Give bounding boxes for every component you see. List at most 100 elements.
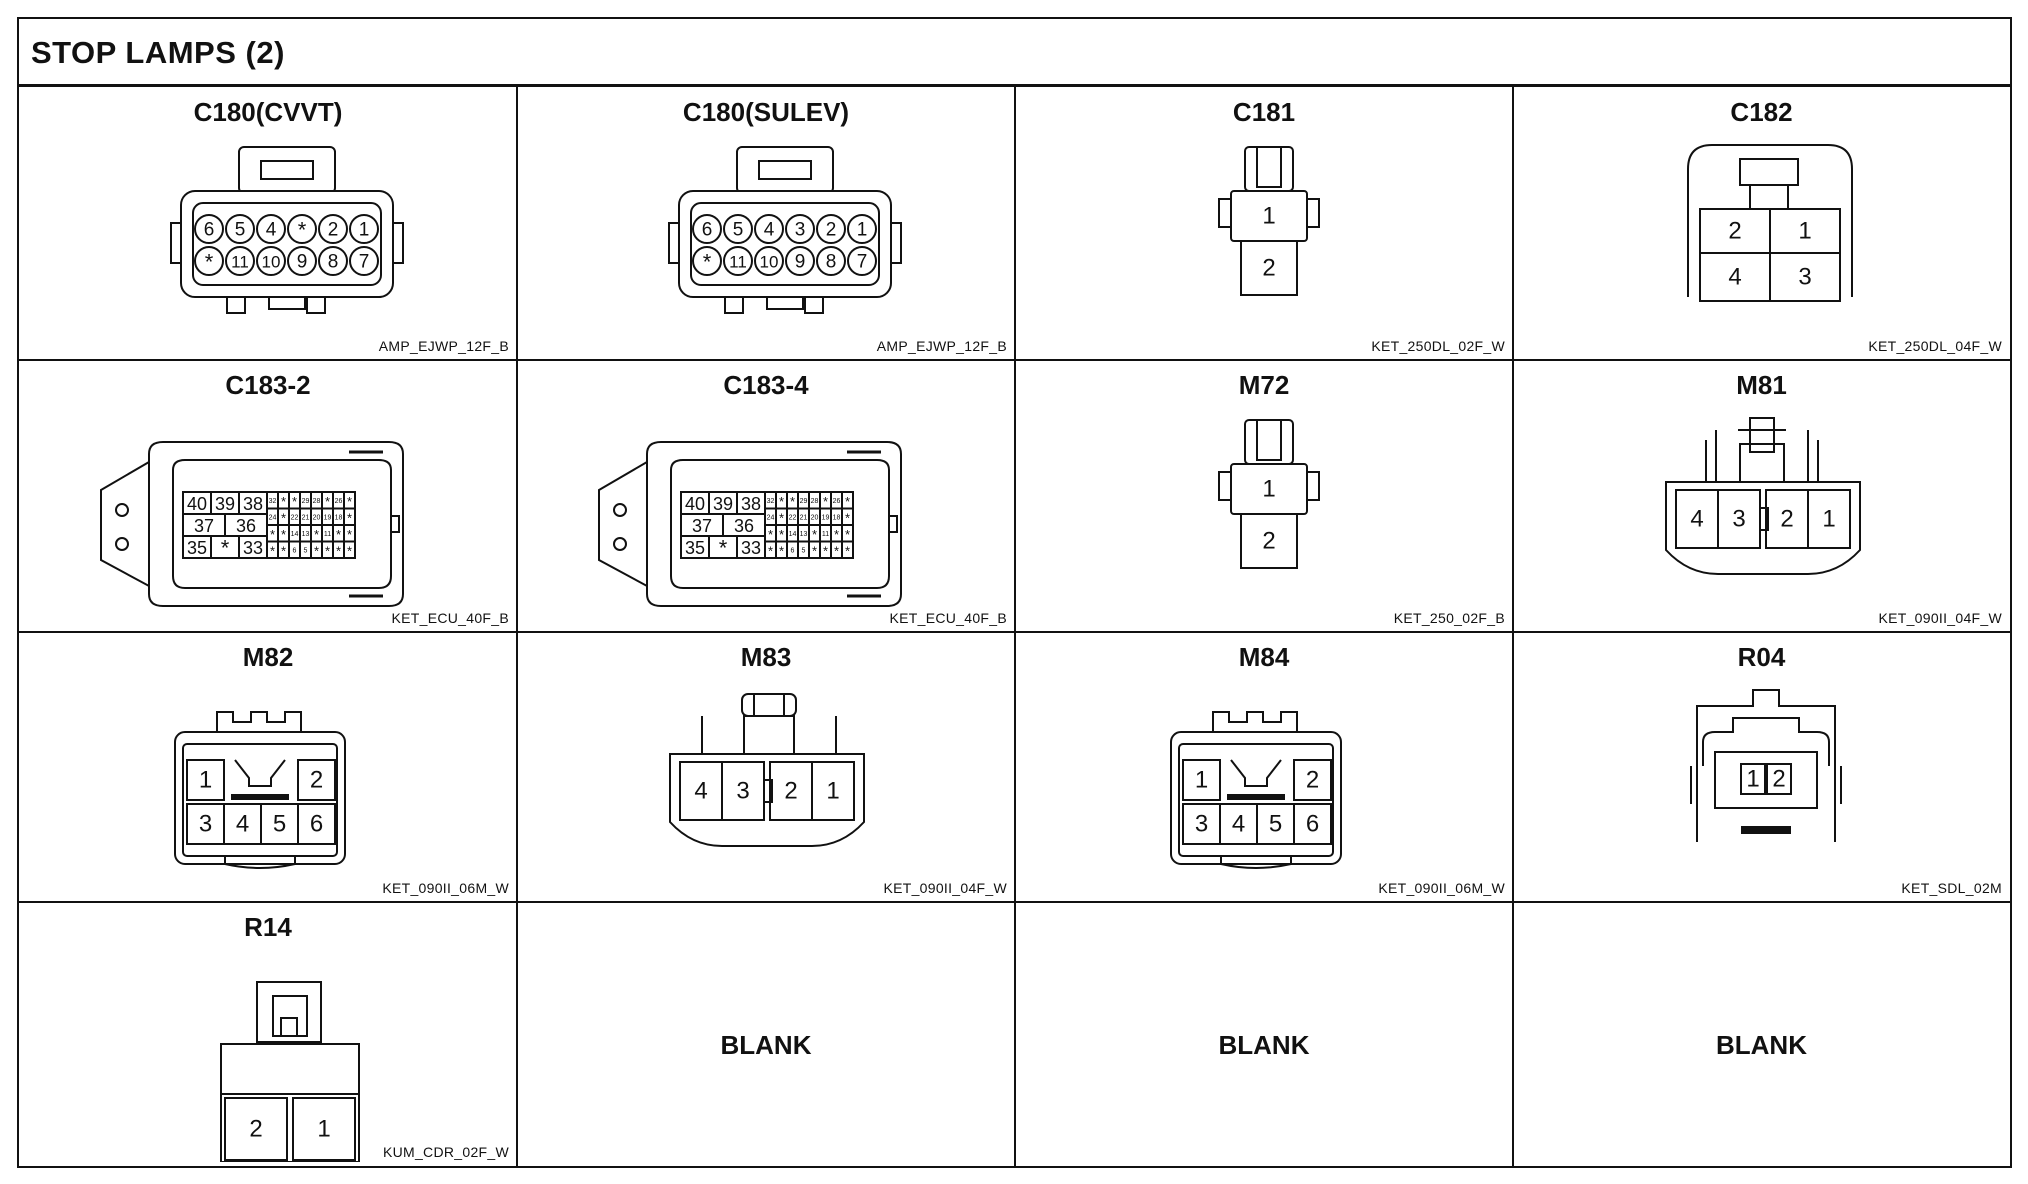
pin-label: 20 [313,514,321,521]
pin-label: 5 [1269,811,1282,838]
title-bar: STOP LAMPS (2) [19,19,2010,87]
blank-label: BLANK [1218,1030,1310,1060]
pin-label: 6 [1306,811,1319,838]
pin-label: 18 [335,514,343,521]
pin-label: 6 [204,220,215,241]
pin-label: * [845,494,850,509]
pin-label: 28 [811,498,819,505]
pin-label: 3 [1732,506,1745,533]
pin-label: * [270,543,275,558]
connector-part-code: KET_SDL_02M [1901,880,2002,896]
pin-label: 28 [313,498,321,505]
pin-label: 2 [1772,766,1785,793]
connector-id: C183-2 [225,370,311,400]
pin-label: 6 [702,220,713,241]
connector-part-code: KET_250_02F_B [1393,610,1505,626]
connector-part-code: AMP_EJWP_12F_B [876,338,1007,354]
connector-face-diagram: 12 [1218,419,1320,569]
pin-label: 18 [833,514,841,521]
pin-label: 21 [302,514,310,521]
pin-label: 11 [729,253,747,272]
pin-label: * [768,543,773,558]
pin-label: 3 [795,220,806,241]
pin-label: 4 [764,220,775,241]
pin-label: 2 [1728,218,1741,245]
pin-label: 5 [304,547,308,554]
pin-label: * [845,543,850,558]
pin-label: * [347,494,352,509]
pin-label: * [779,494,784,509]
pin-label: 7 [359,252,370,273]
pin-label: 2 [1306,767,1319,794]
pin-label: * [298,218,307,243]
pin-label: 1 [1746,766,1759,793]
pin-label: 13 [302,531,310,538]
connector-id: M82 [242,642,294,672]
pin-label: 33 [741,538,761,558]
connector-part-code: KET_090II_06M_W [382,880,509,896]
connector-id: R14 [244,912,292,942]
pin-label: 10 [262,253,281,272]
blank-cell: BLANK [517,902,1015,1166]
pin-label: 2 [826,220,837,241]
pin-label: 1 [826,778,839,805]
pin-label: 20 [811,514,819,521]
pin-label: 4 [1232,811,1245,838]
pin-label: 1 [1262,203,1275,230]
pin-label: * [281,510,286,525]
pin-label: * [823,494,828,509]
pin-label: 22 [291,514,299,521]
connector-id: C180(SULEV) [682,97,850,127]
pin-label: * [834,527,839,542]
pin-label: 36 [236,516,256,536]
pin-label: * [823,543,828,558]
pin-label: 7 [857,252,868,273]
pin-label: 11 [231,253,249,272]
pin-label: 6 [791,547,795,554]
pin-label: * [325,543,330,558]
pin-label: * [205,250,214,275]
pin-label: 1 [199,767,212,794]
pin-label: 4 [694,778,707,805]
pin-label: * [347,510,352,525]
connector-id: M84 [1238,642,1290,672]
pin-label: 13 [800,531,808,538]
connector-part-code: KET_090II_04F_W [883,880,1007,896]
pin-label: * [703,250,712,275]
connector-id: C181 [1232,97,1296,127]
pin-label: * [779,510,784,525]
pin-label: 24 [269,514,277,521]
pin-label: 1 [1262,476,1275,503]
pin-label: 35 [685,538,705,558]
pin-label: 40 [187,494,207,514]
connector-id: R04 [1737,642,1786,672]
page-title: STOP LAMPS (2) [31,35,285,70]
pin-label: 14 [789,531,797,538]
pin-label: 4 [236,811,249,838]
pin-label: 37 [692,516,712,536]
pin-label: 1 [359,220,370,241]
pin-label: * [768,527,773,542]
pin-label: * [834,543,839,558]
pin-label: 8 [826,252,837,273]
pin-label: 38 [741,494,761,514]
grid-divider [19,631,2010,633]
connector-part-code: KET_250DL_02F_W [1371,338,1505,354]
pin-label: * [347,527,352,542]
connector-face-diagram: 12 [1218,146,1320,296]
connector-part-code: KET_250DL_04F_W [1868,338,2002,354]
pin-label: 3 [1195,811,1208,838]
connector-part-code: KET_ECU_40F_B [391,610,509,626]
